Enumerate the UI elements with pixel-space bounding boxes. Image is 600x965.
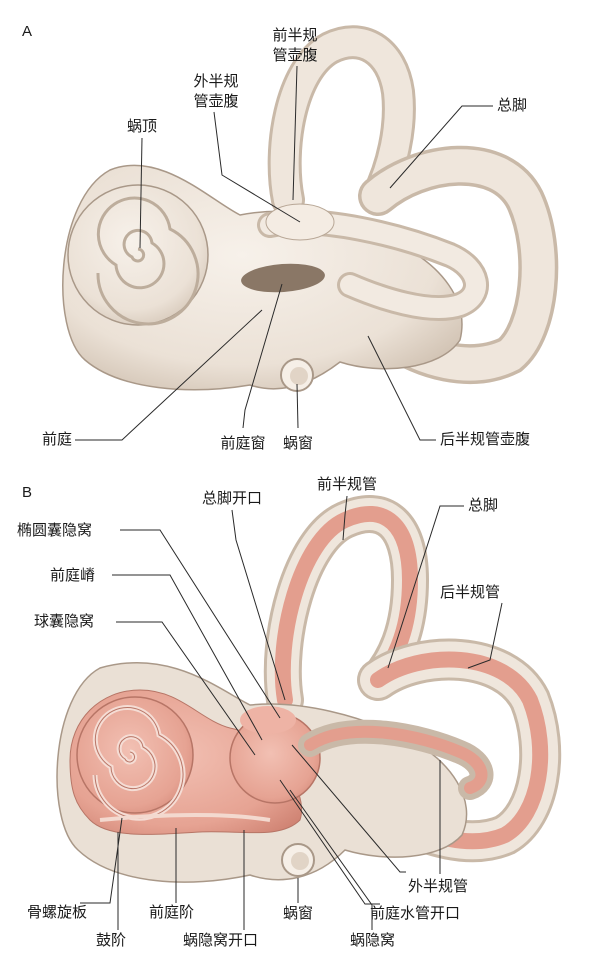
label-elliptical-recess: 椭圆囊隐窝 [17,521,92,539]
label-round-window-b: 蜗窗 [283,904,313,922]
label-vestibule: 前庭 [42,430,72,448]
panel-b-illustration [56,495,562,883]
label-vestibular-crest: 前庭嵴 [50,566,95,584]
label-posterior-ampulla: 后半规管壶腹 [440,430,530,448]
panel-a-letter: A [22,23,32,40]
label-cochlea-apex: 蜗顶 [127,117,157,135]
label-lateral-ampulla-line1: 外半规 [193,72,238,90]
panel-a-illustration [62,25,559,392]
cochlea-spiral-a [96,196,200,326]
label-scala-vestibuli: 前庭阶 [149,903,194,921]
label-round-window-a: 蜗窗 [283,434,313,452]
label-common-crus-opening: 总脚开口 [202,489,262,507]
label-cochlear-recess-opening: 蜗隐窝开口 [183,931,258,949]
panel-a-leaders [75,65,493,441]
label-lateral-canal: 外半规管 [408,877,468,895]
label-posterior-canal: 后半规管 [440,583,500,601]
panel-b-leaders [80,495,503,930]
label-lateral-ampulla-line2: 管壶腹 [193,92,238,110]
panel-b-letter: B [22,484,32,501]
label-common-crus-b: 总脚 [468,496,498,514]
label-spherical-recess: 球囊隐窝 [34,612,94,630]
label-anterior-canal: 前半规管 [317,475,377,493]
label-vestibular-aqueduct-opening: 前庭水管开口 [370,904,460,922]
anterior-canal-b [274,506,419,708]
cochlea-a [67,184,209,326]
lateral-canal-b [304,725,488,794]
label-anterior-ampulla-line1: 前半规 [272,26,317,44]
label-oval-window: 前庭窗 [220,434,265,452]
label-scala-tympani: 鼓阶 [96,931,126,949]
label-common-crus-a: 总脚 [497,96,527,114]
label-anterior-ampulla-line2: 管壶腹 [272,46,317,64]
oval-window-a [241,263,325,293]
label-cochlear-recess: 蜗隐窝 [350,931,395,949]
label-osseous-spiral-lamina: 骨螺旋板 [27,903,87,921]
